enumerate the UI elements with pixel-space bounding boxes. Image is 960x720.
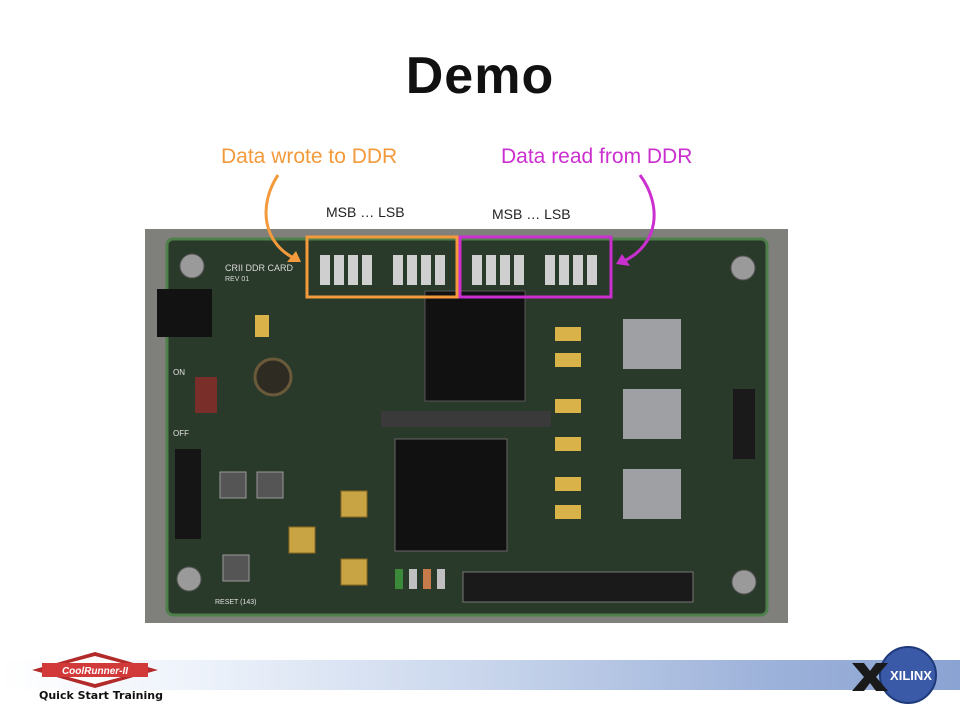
silk-card-name: CRII DDR CARD <box>225 263 294 273</box>
msb-lsb-left: MSB … LSB <box>326 204 405 220</box>
xilinx-logo-text: XILINX <box>890 668 932 683</box>
sma-connectors <box>288 490 368 586</box>
footer-caption: Quick Start Training <box>39 689 163 702</box>
footer-gradient-bar <box>0 660 960 690</box>
capacitors <box>255 315 581 519</box>
silk-reset: RESET (143) <box>215 599 257 606</box>
xilinx-x-mark <box>852 663 888 691</box>
mounting-screws <box>176 253 757 595</box>
led-row-read <box>472 255 597 285</box>
msb-lsb-right: MSB … LSB <box>492 206 571 222</box>
label-data-wrote: Data wrote to DDR <box>221 145 398 168</box>
silk-on: ON <box>173 368 185 377</box>
arrow-read-head <box>616 254 630 266</box>
led-row-written <box>320 255 445 285</box>
read-leds-highlight-box <box>458 235 613 299</box>
power-toggle-switch <box>195 377 217 413</box>
coolrunner-logo: CoolRunner-II <box>32 652 158 688</box>
written-leds-highlight-box <box>305 235 459 299</box>
label-data-read: Data read from DDR <box>501 145 693 168</box>
cpld-chip <box>394 438 508 552</box>
ddr-memory-chip <box>424 290 526 402</box>
inductor <box>253 357 293 397</box>
arrow-read <box>621 174 656 264</box>
right-pin-header <box>733 389 755 459</box>
arrow-written <box>264 174 299 262</box>
push-buttons <box>219 471 284 582</box>
connector-strip <box>381 411 551 427</box>
left-pin-header <box>175 449 201 539</box>
slide-title: Demo <box>405 47 555 105</box>
silk-off: OFF <box>173 429 189 438</box>
pcb-board-photo: CRII DDR CARD REV 01 <box>145 229 788 623</box>
arrow-written-head <box>287 251 301 262</box>
regulator-1 <box>623 319 681 369</box>
regulator-2 <box>623 389 681 439</box>
power-jack <box>157 289 212 337</box>
coolrunner-logo-text: CoolRunner-II <box>62 666 128 677</box>
silk-rev: REV 01 <box>225 276 249 283</box>
xilinx-logo: XILINX <box>852 646 937 704</box>
header-connector <box>462 571 694 603</box>
status-leds <box>395 569 445 589</box>
regulator-3 <box>623 469 681 519</box>
